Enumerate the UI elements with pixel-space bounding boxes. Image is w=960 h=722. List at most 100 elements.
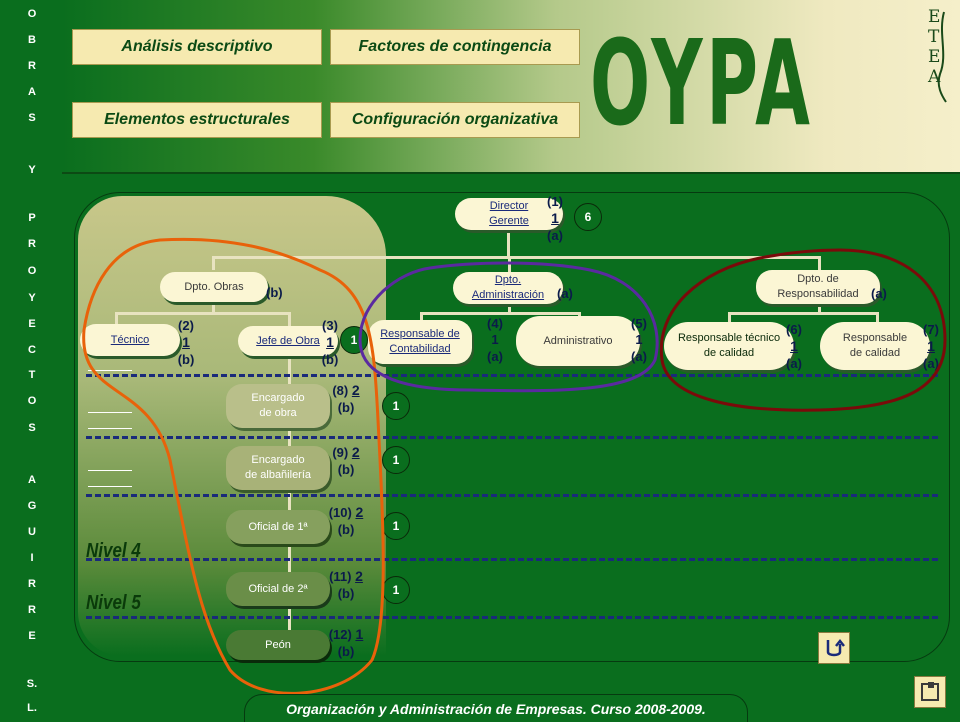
encargado-albanileria-box[interactable]: Encargado de albañilería bbox=[226, 446, 330, 490]
company-letter: P bbox=[28, 212, 36, 224]
header-band bbox=[62, 0, 960, 172]
tecnico-code: (2)1(b) bbox=[177, 318, 195, 367]
company-letter: O bbox=[27, 265, 37, 277]
level-line-4 bbox=[86, 558, 938, 561]
level-line-2 bbox=[86, 436, 938, 439]
resp-tec-cal-line1: Responsable técnico bbox=[677, 332, 781, 345]
etea-letter-e1: E bbox=[928, 7, 940, 27]
resp-contab-line2: Contabilidad bbox=[389, 343, 451, 355]
company-letter: Y bbox=[28, 164, 36, 176]
purple-outline bbox=[358, 261, 659, 393]
director-line1: Director bbox=[489, 200, 529, 213]
etea-letter-e2: E bbox=[928, 47, 940, 67]
level-5-label: Nivel 5 bbox=[86, 592, 141, 614]
nav-configuracion-organizativa[interactable]: Configuración organizativa bbox=[330, 102, 580, 138]
dpto-obras-type: (b) bbox=[266, 285, 283, 300]
jefe-obra-code: (3)1(b) bbox=[321, 318, 339, 367]
enc-alb-code: (9) 2(b) bbox=[332, 444, 360, 477]
header-divider bbox=[62, 172, 960, 174]
director-line2: Gerente bbox=[489, 215, 529, 227]
company-letter: E bbox=[28, 318, 36, 330]
company-letter: G bbox=[27, 500, 37, 512]
company-letter: R bbox=[28, 60, 36, 72]
company-letter: L. bbox=[27, 702, 37, 714]
resp-contab-code: (4)1(a) bbox=[487, 316, 503, 364]
home-icon[interactable] bbox=[914, 676, 946, 708]
oypa-logo: OYPA bbox=[590, 14, 814, 152]
company-letter: C bbox=[28, 344, 36, 356]
dpto-admin-type: (a) bbox=[557, 286, 573, 301]
company-letter: I bbox=[30, 552, 34, 564]
dpto-resp-line1: Dpto. de bbox=[797, 273, 839, 286]
peon-box[interactable]: Peón bbox=[226, 630, 330, 660]
company-letter: R bbox=[28, 604, 36, 616]
nav-analisis-descriptivo[interactable]: Análisis descriptivo bbox=[72, 29, 322, 65]
oficial-1-code: (10) 2(b) bbox=[328, 504, 364, 537]
dpto-resp-line2: Responsabilidad bbox=[777, 288, 859, 300]
enc-obra-line1: Encargado bbox=[251, 392, 305, 405]
level-line-5 bbox=[86, 616, 938, 619]
dpto-administracion-box[interactable]: Dpto. Administración bbox=[453, 272, 563, 304]
oficial-1-box[interactable]: Oficial de 1ª bbox=[226, 510, 330, 544]
oficial-2-box[interactable]: Oficial de 2ª bbox=[226, 572, 330, 606]
darkred-outline bbox=[659, 248, 947, 412]
resp-cal-code: (7)1(a) bbox=[923, 322, 939, 371]
nav-elementos-estructurales[interactable]: Elementos estructurales bbox=[72, 102, 322, 138]
level-line-1 bbox=[86, 374, 938, 377]
company-letter: A bbox=[28, 474, 36, 486]
resp-tec-cal-line2: de calidad bbox=[703, 347, 755, 359]
company-letter: A bbox=[28, 86, 36, 98]
level-4-label: Nivel 4 bbox=[86, 540, 141, 562]
company-letter: O bbox=[27, 8, 37, 20]
resp-cal-line1: Responsable bbox=[842, 332, 908, 345]
resp-contab-line1: Responsable de bbox=[380, 328, 460, 341]
dpto-obras-box[interactable]: Dpto. Obras bbox=[160, 272, 268, 302]
company-letter: S. bbox=[26, 678, 38, 690]
peon-code: (12) 1(b) bbox=[328, 626, 364, 659]
jefe-obra-label: Jefe de Obra bbox=[256, 334, 320, 347]
company-letter: T bbox=[28, 369, 36, 381]
nav-factores-contingencia[interactable]: Factores de contingencia bbox=[330, 29, 580, 65]
oficial-2-span-circle: 1 bbox=[382, 576, 410, 604]
etea-letter-t: T bbox=[928, 27, 940, 47]
enc-obra-code: (8) 2(b) bbox=[332, 382, 360, 415]
tecnico-label: Técnico bbox=[110, 333, 150, 346]
company-letter: Y bbox=[28, 292, 36, 304]
company-letter: R bbox=[28, 238, 36, 250]
encargado-obra-box[interactable]: Encargado de obra bbox=[226, 384, 330, 428]
resp-contabilidad-box[interactable]: Responsable de Contabilidad bbox=[368, 320, 472, 364]
enc-alb-line1: Encargado bbox=[251, 454, 305, 467]
resp-calidad-box[interactable]: Responsable de calidad bbox=[820, 322, 930, 370]
jefe-obra-span-circle: 1 bbox=[340, 326, 368, 354]
company-letter: S bbox=[28, 422, 36, 434]
etea-logo: E T E A bbox=[918, 4, 950, 104]
footer-course-title: Organización y Administración de Empresa… bbox=[244, 694, 748, 722]
dpto-responsabilidad-box[interactable]: Dpto. de Responsabilidad bbox=[756, 270, 880, 304]
company-letter: O bbox=[27, 395, 37, 407]
jefe-obra-box[interactable]: Jefe de Obra bbox=[238, 326, 338, 356]
resp-tec-cal-code: (6)1(a) bbox=[786, 322, 802, 371]
enc-alb-line2: de albañilería bbox=[244, 469, 312, 481]
administrativo-box[interactable]: Administrativo bbox=[516, 316, 640, 366]
company-letter: U bbox=[28, 526, 36, 538]
administrativo-code: (5)1(a) bbox=[631, 316, 647, 364]
oficial-2-code: (11) 2(b) bbox=[329, 568, 363, 601]
company-letter: S bbox=[28, 112, 36, 124]
resp-tecnico-calidad-box[interactable]: Responsable técnico de calidad bbox=[664, 322, 794, 370]
company-letter: R bbox=[28, 578, 36, 590]
director-span-circle: 6 bbox=[574, 203, 602, 231]
return-icon[interactable] bbox=[818, 632, 850, 664]
etea-letter-a: A bbox=[927, 67, 941, 87]
dpto-admin-line1: Dpto. bbox=[494, 274, 522, 287]
resp-cal-line2: de calidad bbox=[849, 347, 901, 359]
level-line-3 bbox=[86, 494, 938, 497]
dpto-admin-line2: Administración bbox=[471, 289, 545, 301]
tecnico-box[interactable]: Técnico bbox=[80, 324, 180, 356]
enc-obra-span-circle: 1 bbox=[382, 392, 410, 420]
orange-outline bbox=[82, 237, 385, 695]
enc-alb-span-circle: 1 bbox=[382, 446, 410, 474]
enc-obra-line2: de obra bbox=[259, 407, 297, 419]
